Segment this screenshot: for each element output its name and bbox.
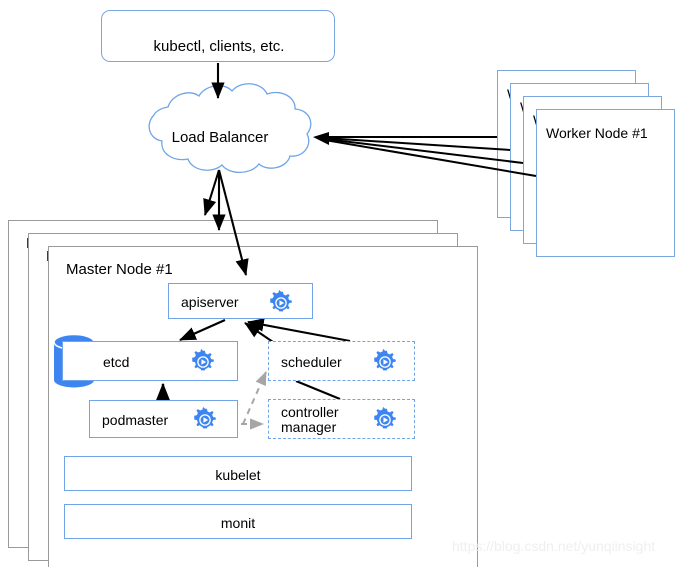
component-controller-manager[interactable]: controller manager <box>268 399 415 439</box>
arrow-apiserver-to-etcd <box>179 319 226 341</box>
component-etcd-label: etcd <box>103 354 130 370</box>
gear-play-icon <box>192 348 214 371</box>
component-scheduler[interactable]: scheduler <box>268 341 415 381</box>
arrows-workers-to-loadbalancer <box>313 132 537 177</box>
gear-play-icon <box>194 406 216 429</box>
load-balancer-cloud <box>148 83 312 174</box>
arrow-podmaster-to-scheduler <box>242 371 267 425</box>
component-apiserver[interactable]: apiserver <box>168 283 313 319</box>
component-apiserver-label: apiserver <box>181 294 239 310</box>
component-kubelet-label: kubelet <box>215 467 261 483</box>
component-podmaster[interactable]: podmaster <box>89 400 238 438</box>
client-box: kubectl, clients, etc. <box>101 10 335 62</box>
load-balancer-label: Load Balancer <box>171 129 269 146</box>
client-box-label: kubectl, clients, etc. <box>153 38 285 55</box>
component-etcd[interactable]: etcd <box>62 341 238 381</box>
worker-node-label-1: Worker Node #1 <box>546 125 648 141</box>
arrows-loadbalancer-to-masters <box>203 169 249 277</box>
component-podmaster-label: podmaster <box>102 412 169 428</box>
gear-play-icon <box>374 406 396 429</box>
watermark-text: https://blog.csdn.net/yunqiinsight <box>452 538 656 554</box>
gear-play-icon <box>374 348 396 371</box>
arrow-scheduler-right-to-apiserver <box>246 318 351 343</box>
gear-play-icon <box>270 289 292 312</box>
component-kubelet[interactable]: kubelet <box>64 456 412 491</box>
line-controller-to-scheduler <box>295 380 341 400</box>
component-scheduler-label: scheduler <box>281 354 342 370</box>
worker-node-card-1: Worker Node #1 <box>536 109 675 257</box>
component-controller-manager-label: controller manager <box>281 404 339 435</box>
component-monit-label: monit <box>220 515 256 531</box>
component-monit[interactable]: monit <box>64 504 412 539</box>
master-node-label-1: Master Node #1 <box>66 261 173 278</box>
